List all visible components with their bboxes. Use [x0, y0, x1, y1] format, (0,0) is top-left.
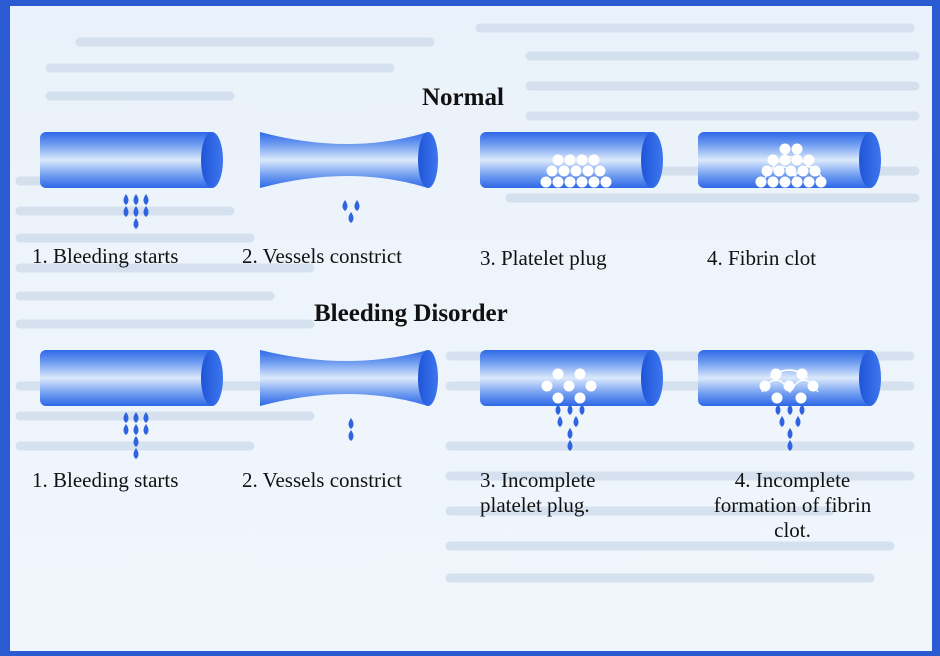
blood-drop-icon	[134, 218, 139, 229]
blood-drop-icon	[134, 194, 139, 205]
platelet-icon	[577, 155, 588, 166]
platelet-icon	[796, 393, 807, 404]
platelet-icon	[595, 166, 606, 177]
platelet-icon	[553, 369, 564, 380]
platelet-icon	[601, 177, 612, 188]
blood-drop-icon	[343, 200, 348, 211]
platelet-icon	[583, 166, 594, 177]
blood-drop-icon	[349, 430, 354, 441]
platelet-icon	[780, 177, 791, 188]
platelet-icon	[541, 177, 552, 188]
blood-drop-icon	[124, 424, 129, 435]
blood-drop-icon	[134, 436, 139, 447]
blood-drop-icon	[568, 440, 573, 451]
platelet-icon	[768, 177, 779, 188]
platelet-icon	[575, 369, 586, 380]
blood-drop-icon	[349, 418, 354, 429]
platelet-icon	[547, 166, 558, 177]
blood-drop-icon	[124, 206, 129, 217]
blood-drop-icon	[134, 448, 139, 459]
blood-drop-icon	[558, 416, 563, 427]
blood-drop-icon	[134, 424, 139, 435]
blood-vessel-icon	[480, 350, 663, 406]
blood-drop-icon	[124, 194, 129, 205]
platelet-icon	[553, 155, 564, 166]
blood-vessel-icon	[698, 350, 881, 406]
platelet-icon	[589, 155, 600, 166]
blood-drop-icon	[568, 428, 573, 439]
platelet-icon	[577, 177, 588, 188]
platelet-icon	[816, 177, 827, 188]
blood-drop-icon	[574, 416, 579, 427]
platelet-icon	[575, 393, 586, 404]
blood-drop-icon	[349, 212, 354, 223]
blood-drop-icon	[124, 412, 129, 423]
diagram-panel: Normal 1. Bleeding starts 2. Vessels con…	[10, 6, 932, 651]
platelet-icon	[780, 144, 791, 155]
blood-vessel-icon	[40, 350, 223, 406]
blood-drop-icon	[796, 416, 801, 427]
platelet-icon	[760, 381, 771, 392]
blood-vessel-icon	[40, 132, 223, 188]
platelet-icon	[553, 177, 564, 188]
constricted-vessel-icon	[260, 132, 438, 188]
blood-drop-icon	[144, 412, 149, 423]
platelet-icon	[564, 381, 575, 392]
platelet-icon	[565, 177, 576, 188]
blood-drop-icon	[788, 428, 793, 439]
platelet-icon	[559, 166, 570, 177]
platelet-icon	[565, 155, 576, 166]
platelet-icon	[792, 144, 803, 155]
blood-drop-icon	[355, 200, 360, 211]
platelet-icon	[586, 381, 597, 392]
blood-drop-icon	[144, 424, 149, 435]
blood-drop-icon	[134, 412, 139, 423]
blood-drop-icon	[134, 206, 139, 217]
illustration-canvas	[10, 6, 932, 651]
constricted-vessel-icon	[260, 350, 438, 406]
blood-drop-icon	[144, 194, 149, 205]
blood-drop-icon	[788, 440, 793, 451]
blood-drop-icon	[780, 416, 785, 427]
platelet-icon	[804, 177, 815, 188]
blood-drop-icon	[144, 206, 149, 217]
platelet-icon	[542, 381, 553, 392]
platelet-icon	[553, 393, 564, 404]
platelet-icon	[792, 177, 803, 188]
platelet-icon	[589, 177, 600, 188]
platelet-icon	[756, 177, 767, 188]
platelet-icon	[571, 166, 582, 177]
platelet-icon	[772, 393, 783, 404]
